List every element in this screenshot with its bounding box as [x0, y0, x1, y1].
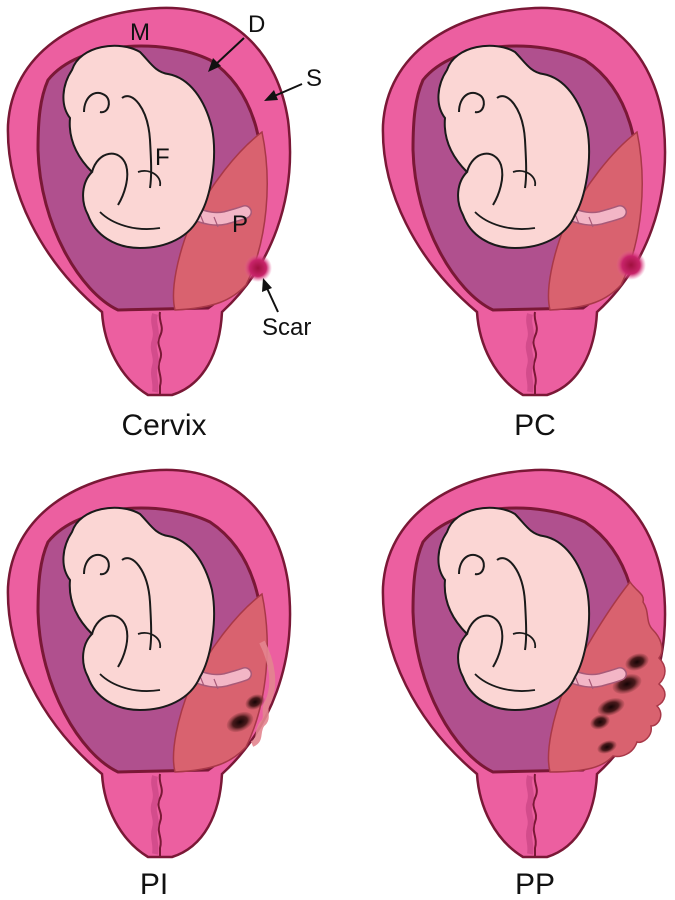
label-scar: Scar — [262, 314, 311, 341]
invasion-spot — [226, 711, 254, 733]
scar-spot — [616, 250, 646, 280]
caption-cervix: Cervix — [121, 409, 206, 442]
panel-pi: PI — [8, 470, 290, 900]
invasion-spot — [625, 653, 649, 671]
scar-spot — [244, 254, 272, 282]
invasion-spot — [245, 694, 265, 710]
label-placenta: P — [232, 211, 248, 238]
arrow-serosa — [264, 83, 303, 101]
caption-pi: PI — [140, 868, 168, 900]
caption-pc: PC — [514, 409, 556, 442]
panel-pp: PP — [383, 470, 665, 900]
label-myometrium: M — [130, 19, 150, 46]
invasion-spot — [590, 714, 610, 730]
label-fetus: F — [155, 144, 170, 171]
arrow-scar — [262, 278, 279, 313]
label-decidua: D — [248, 11, 265, 38]
invasion-spot — [597, 698, 625, 716]
label-serosa: S — [306, 65, 322, 92]
panel-pc: PC — [383, 8, 665, 442]
caption-pp: PP — [515, 868, 555, 900]
panel-cervix: M D S F P Scar Cervix — [8, 8, 322, 442]
arrow-decidua — [208, 37, 245, 72]
invasion-spot — [597, 740, 617, 754]
